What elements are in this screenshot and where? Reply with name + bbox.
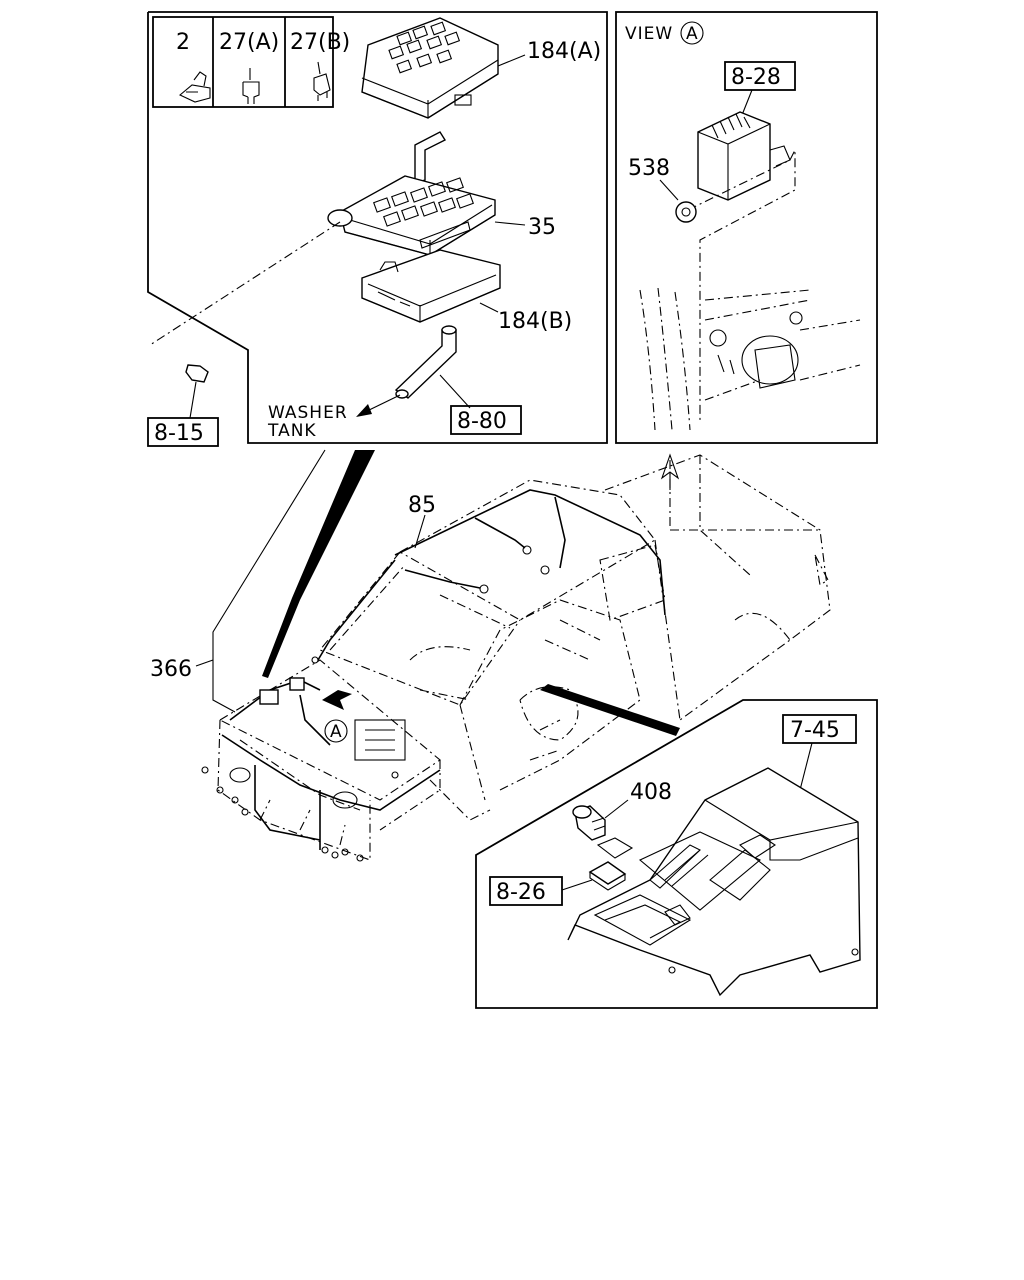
connector-2-icon [178, 71, 211, 103]
control-unit [697, 111, 791, 201]
part-label-366: 366 [150, 657, 192, 682]
view-label: VIEW [625, 24, 673, 44]
part-label-27b: 27(B) [290, 30, 350, 55]
part-label-85: 85 [408, 493, 436, 518]
harness-366-leader: 366 [150, 449, 680, 736]
fuse-box-cover-184a [361, 17, 499, 119]
washer-hose [394, 325, 457, 399]
part-label-184b: 184(B) [498, 309, 572, 334]
wiring-harness [201, 489, 666, 862]
tank-label: TANK [267, 421, 317, 441]
view-a-body-outline [639, 287, 861, 431]
vehicle-body: A [217, 453, 831, 861]
part-label-408: 408 [630, 780, 672, 805]
fuse-27a-icon [242, 68, 260, 104]
accessory-socket-408 [572, 805, 634, 859]
part-label-27a: 27(A) [219, 30, 279, 55]
fuse-box-case-184b [361, 249, 501, 323]
bolt-8-15 [185, 364, 209, 419]
part-label-35: 35 [528, 215, 556, 240]
washer-label: WASHER [268, 403, 348, 423]
center-console [567, 767, 861, 997]
nut-538 [675, 201, 697, 223]
socket-bezel [588, 861, 627, 891]
relay-box-panel: 2 27(A) 27(B) [147, 11, 608, 444]
view-letter: A [686, 24, 699, 44]
ref-label-8-28: 8-28 [731, 65, 781, 90]
fuse-27b-icon [313, 61, 331, 101]
console-panel: 7-45 408 [475, 699, 878, 1009]
ref-label-7-45: 7-45 [790, 718, 840, 743]
ref-label-8-15: 8-15 [154, 421, 204, 446]
ref-label-8-80: 8-80 [457, 409, 507, 434]
part-label-2: 2 [176, 30, 190, 55]
view-a-panel: VIEW A 8-28 538 [615, 11, 878, 444]
view-marker-letter: A [330, 722, 343, 742]
part-label-538: 538 [628, 156, 670, 181]
part-label-184a: 184(A) [527, 39, 601, 64]
ref-label-8-26: 8-26 [496, 880, 546, 905]
relay-box-35 [327, 131, 496, 256]
